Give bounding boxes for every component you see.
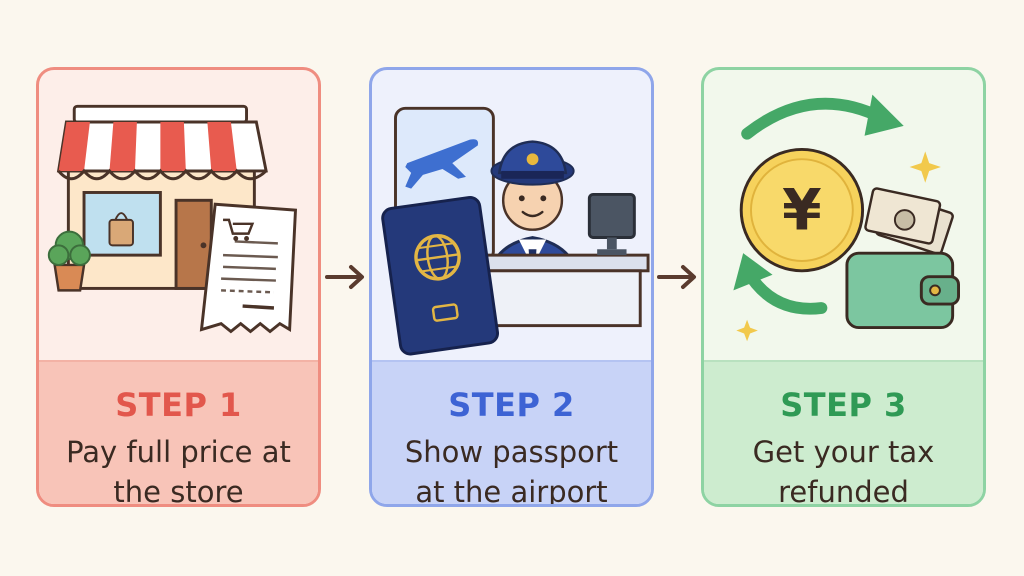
desk bbox=[474, 253, 650, 328]
yen-symbol: ¥ bbox=[782, 178, 822, 244]
step-1-card: STEP 1 Pay full price at the store bbox=[36, 67, 321, 507]
refund-arrows-icon bbox=[733, 94, 904, 315]
step-3-illustration: ¥ bbox=[733, 94, 960, 342]
step-2-description: Show passport at the airport bbox=[404, 435, 619, 507]
sparkle-icon bbox=[736, 151, 941, 342]
step-1-label: STEP 1 Pay full price at the store bbox=[39, 360, 318, 504]
yen-coin-icon: ¥ bbox=[739, 147, 865, 273]
step-2-card: STEP 2 Show passport at the airport bbox=[369, 67, 654, 507]
arrow-right-icon-1 bbox=[325, 265, 364, 289]
step-2-label: STEP 2 Show passport at the airport bbox=[372, 360, 651, 504]
cart-icon bbox=[223, 218, 255, 241]
step-3-label: STEP 3 Get your tax refunded bbox=[704, 360, 983, 504]
passport-icon bbox=[381, 196, 500, 356]
plant-icon bbox=[47, 230, 91, 292]
step-2-illustration bbox=[381, 106, 650, 356]
wallet-icon bbox=[845, 251, 960, 330]
step-2-title: STEP 2 bbox=[448, 386, 575, 424]
step-3-title: STEP 3 bbox=[780, 386, 907, 424]
banknotes-icon bbox=[864, 187, 954, 256]
step-3-card: ¥ STEP 3 Get your tax refunded bbox=[701, 67, 986, 507]
step-1-title: STEP 1 bbox=[115, 386, 242, 424]
receipt-icon bbox=[199, 202, 298, 334]
arrow-right-icon-2 bbox=[657, 265, 696, 289]
step-3-description: Get your tax refunded bbox=[752, 435, 935, 507]
step-1-description: Pay full price at the store bbox=[66, 435, 291, 507]
shopping-bag-icon bbox=[108, 212, 134, 247]
monitor-icon bbox=[587, 192, 636, 256]
step-1-illustration bbox=[47, 104, 298, 334]
